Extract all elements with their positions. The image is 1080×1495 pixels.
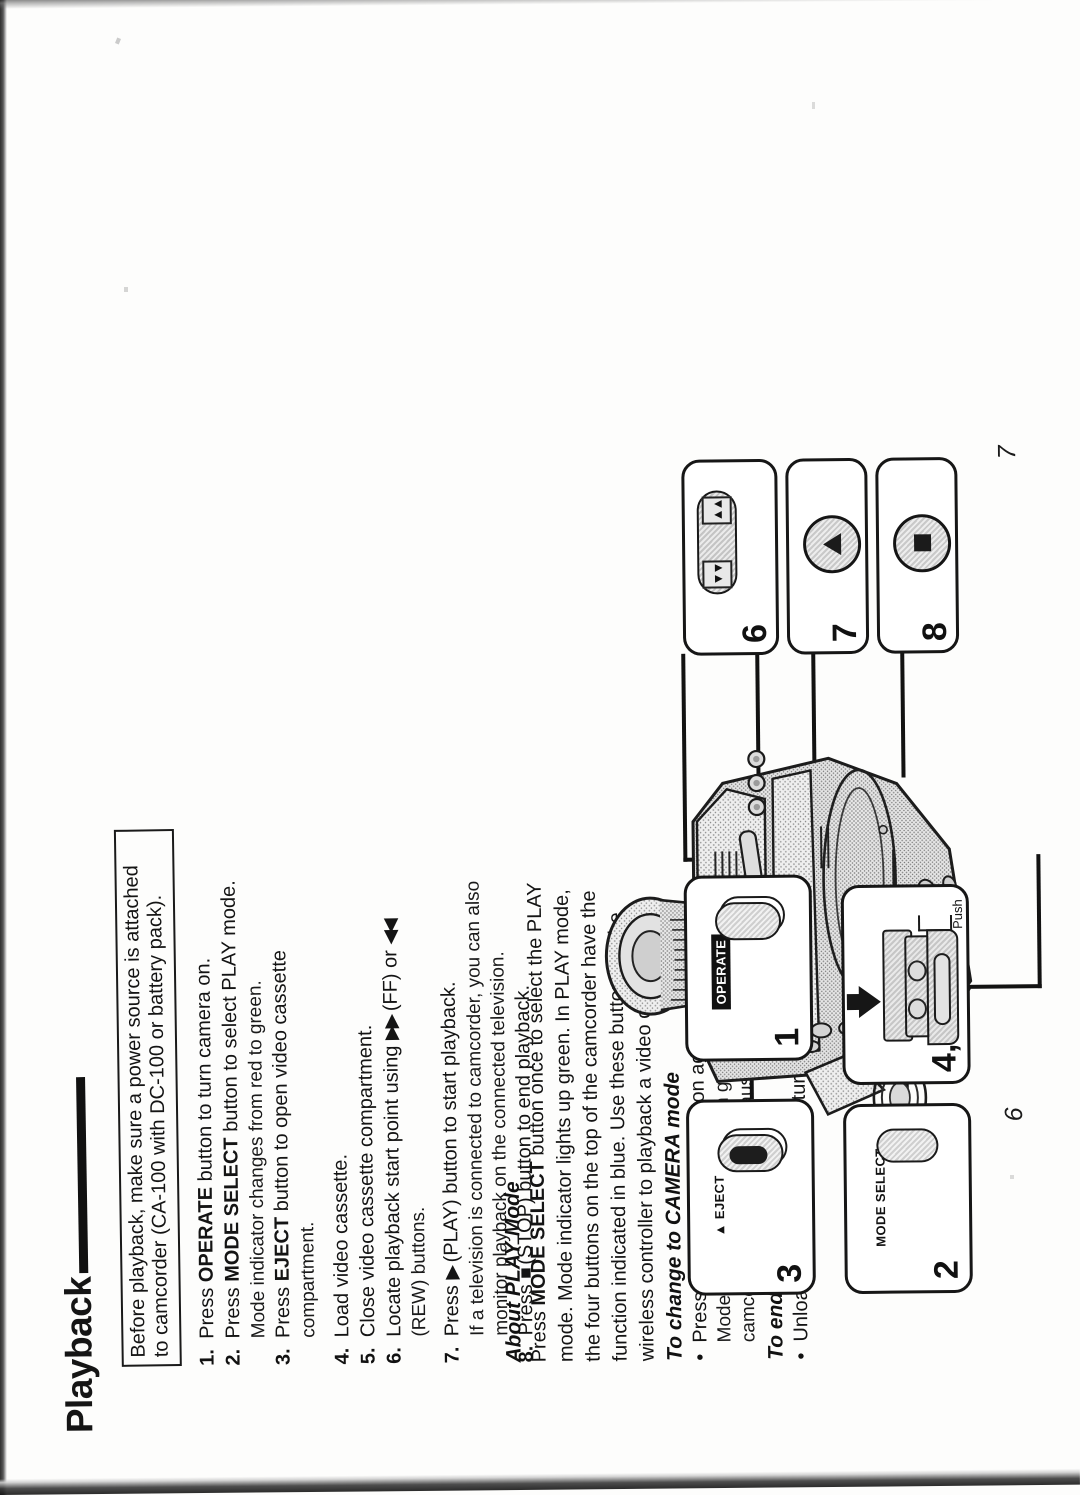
step-text-pre: Locate playback start point using bbox=[380, 1039, 406, 1337]
page-number-left: 6 bbox=[999, 1107, 1029, 1122]
eject-button-cap bbox=[729, 1145, 768, 1165]
step-text: Press MODE SELECT button to select PLAY … bbox=[217, 880, 247, 1339]
step-number: 3. bbox=[272, 1348, 295, 1366]
mode-select-button-label: MODE SELECT bbox=[872, 1148, 889, 1247]
push-arrow-shaft bbox=[846, 993, 863, 1011]
scan-speck bbox=[124, 287, 128, 292]
scan-edge-left-shadow bbox=[0, 0, 7, 1495]
title-rule bbox=[75, 1076, 88, 1273]
callout-box-2: 2 MODE SELECT bbox=[842, 1102, 973, 1295]
push-label: Push bbox=[949, 899, 966, 930]
step-number: 4. bbox=[331, 1347, 354, 1365]
callout-box-1: 1 OPERATE bbox=[683, 874, 814, 1062]
cassette-reel-right bbox=[907, 960, 927, 982]
step-number: 1. bbox=[196, 1349, 219, 1366]
step-text-post: button to select PLAY mode. bbox=[217, 880, 243, 1138]
bullet-icon: • bbox=[689, 1353, 712, 1361]
play-icon: ▶ bbox=[441, 1267, 463, 1280]
page-header: Playback bbox=[56, 1076, 102, 1434]
fast-forward-icon: ▲▲ bbox=[709, 499, 725, 522]
step-number: 7. bbox=[441, 1346, 464, 1364]
bullet-icon: • bbox=[790, 1352, 813, 1360]
rewind-segment[interactable]: ▼▼ bbox=[702, 560, 733, 589]
callout-number: 6 bbox=[735, 623, 775, 644]
fast-forward-icon: ▶▶ bbox=[381, 1016, 403, 1041]
step-text: Locate playback start point using ▶▶ (FF… bbox=[378, 921, 407, 1337]
step-text-pre: Press bbox=[271, 1281, 295, 1339]
callout-box-8: 8 bbox=[875, 456, 960, 654]
leader-line bbox=[1036, 854, 1042, 989]
about-text-post: button once to select the PLAY bbox=[523, 882, 549, 1162]
rocker-middle bbox=[704, 529, 730, 555]
callout-box-7: 7 bbox=[785, 457, 870, 655]
step-text-pre: Press bbox=[195, 1282, 219, 1339]
step-text: Press ▶ (PLAY) button to start playback. bbox=[437, 981, 466, 1336]
cassette-reel-left bbox=[907, 998, 928, 1020]
callout-number: 2 bbox=[927, 1259, 966, 1280]
cassette-lid-groove bbox=[933, 953, 952, 1026]
callout-box-4-5: 4, 5 Push bbox=[840, 883, 971, 1086]
step-number: 5. bbox=[357, 1347, 380, 1365]
stop-icon bbox=[913, 534, 931, 552]
scan-speck bbox=[1010, 1175, 1014, 1179]
step-text: Close video cassette compartment. bbox=[354, 1024, 380, 1338]
step-text: Load video cassette. bbox=[329, 1153, 354, 1338]
mode-select-button[interactable] bbox=[876, 1128, 939, 1163]
callout-number: 7 bbox=[825, 622, 865, 643]
step-number: 2. bbox=[222, 1348, 245, 1366]
step-text-post: (PLAY) button to start playback. bbox=[437, 981, 463, 1269]
page-title: Playback bbox=[57, 1276, 101, 1434]
push-bracket bbox=[917, 914, 953, 932]
ff-rew-rocker[interactable]: ▼▼ ▲▲ bbox=[696, 490, 738, 595]
callout-box-6: 6 ▼▼ ▲▲ bbox=[681, 458, 780, 656]
step-emphasis: EJECT bbox=[271, 1216, 294, 1282]
step-number: 6. bbox=[383, 1347, 406, 1364]
stop-button[interactable] bbox=[892, 513, 952, 573]
step-text-mid: (FF) or bbox=[379, 944, 403, 1017]
step-text-pre: Press bbox=[221, 1281, 245, 1339]
step-text-pre: Press bbox=[440, 1279, 464, 1337]
callout-number: 3 bbox=[770, 1263, 809, 1283]
page-number-right: 7 bbox=[993, 445, 1022, 460]
rewind-icon: ◀◀ bbox=[380, 921, 402, 945]
eject-button-label: ▲ EJECT bbox=[711, 1175, 728, 1237]
callout-number: 1 bbox=[768, 1027, 807, 1047]
step-text: Press EJECT button to open video cassett… bbox=[267, 950, 296, 1338]
rewind-icon: ▼▼ bbox=[709, 563, 726, 586]
numbered-steps-list: 1. Press OPERATE button to turn camera o… bbox=[188, 602, 541, 1366]
about-emphasis: MODE SELECT bbox=[526, 1161, 551, 1306]
operate-button[interactable] bbox=[714, 901, 782, 941]
play-icon bbox=[822, 533, 842, 556]
step-text-post: button to turn camera on. bbox=[192, 957, 217, 1188]
fast-forward-segment[interactable]: ▲▲ bbox=[701, 496, 732, 525]
step-text: Press OPERATE button to turn camera on. bbox=[191, 958, 220, 1339]
step-emphasis: MODE SELECT bbox=[220, 1137, 244, 1282]
operate-button-label: OPERATE bbox=[711, 934, 731, 1010]
step-text-post: button to open video cassette bbox=[268, 949, 294, 1217]
step-emphasis: OPERATE bbox=[194, 1186, 218, 1283]
callout-number: 8 bbox=[915, 622, 955, 642]
scan-speck bbox=[812, 102, 815, 109]
play-button[interactable] bbox=[802, 514, 862, 574]
prerequisite-note-box: Before playback, make sure a power sourc… bbox=[113, 829, 182, 1367]
callout-box-3: 3 ▲ EJECT bbox=[685, 1098, 816, 1296]
about-text-pre: Press bbox=[528, 1305, 551, 1363]
